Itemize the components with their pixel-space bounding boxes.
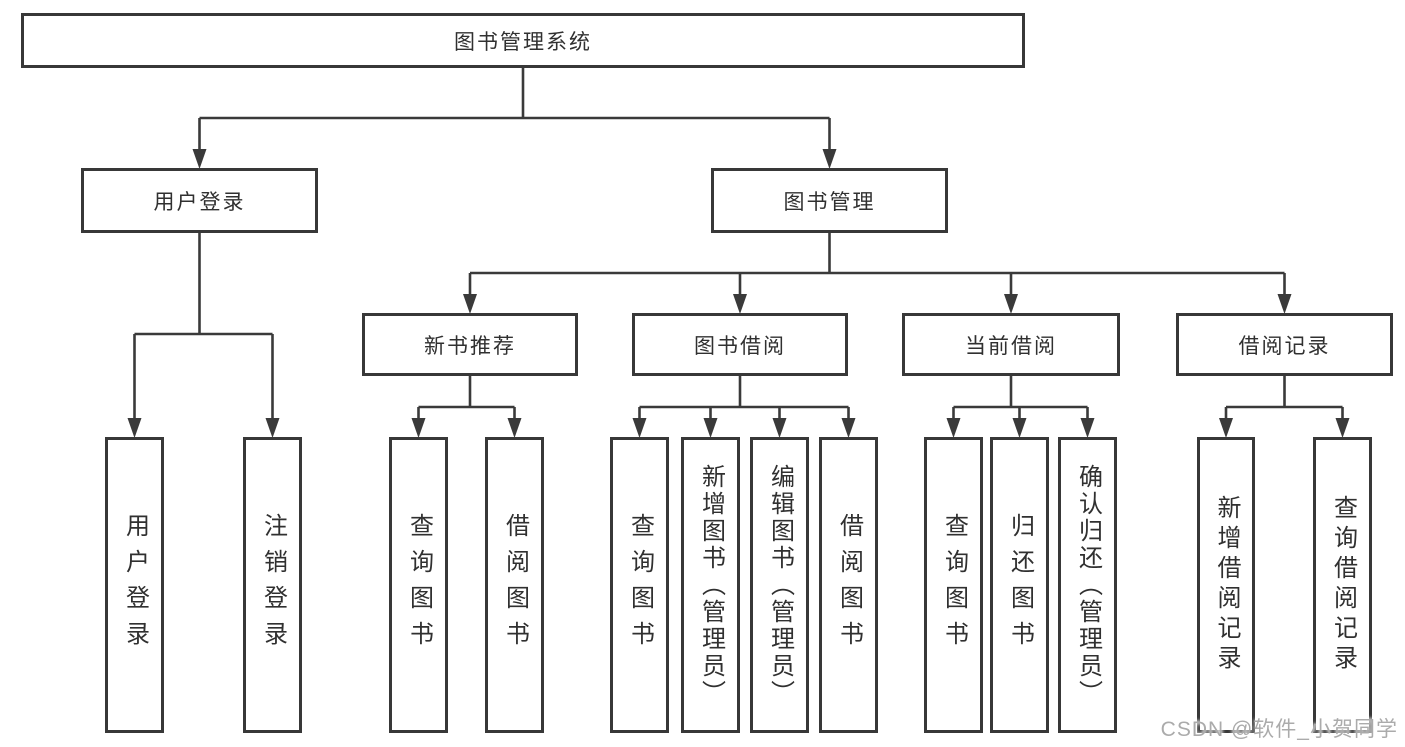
node-leaf-edit-book: 编辑图书（管理员） (750, 437, 809, 733)
node-leaf-logout-label: 注销登录 (259, 513, 287, 657)
node-book-borrow: 图书借阅 (632, 313, 848, 376)
node-leaf-confirm-return-label: 确认归还（管理员） (1074, 463, 1102, 707)
watermark: CSDN @软件_小贺同学 (1160, 718, 1398, 741)
node-leaf-add-book-label: 新增图书（管理员） (697, 463, 725, 707)
node-book-mgmt: 图书管理 (711, 168, 948, 233)
node-leaf-query-books-2: 查询图书 (610, 437, 669, 733)
node-leaf-query-books-3-label: 查询图书 (940, 513, 968, 657)
node-new-book-rec: 新书推荐 (362, 313, 578, 376)
node-current-borrow: 当前借阅 (902, 313, 1120, 376)
node-root: 图书管理系统 (21, 13, 1025, 68)
node-leaf-borrow-books-1: 借阅图书 (485, 437, 544, 733)
node-book-mgmt-label: 图书管理 (783, 190, 876, 214)
node-borrow-records: 借阅记录 (1176, 313, 1393, 376)
node-user-login-label: 用户登录 (153, 190, 246, 214)
node-borrow-records-label: 借阅记录 (1238, 334, 1331, 358)
node-user-login: 用户登录 (81, 168, 318, 233)
node-leaf-edit-book-label: 编辑图书（管理员） (766, 463, 794, 707)
node-leaf-confirm-return: 确认归还（管理员） (1058, 437, 1117, 733)
node-leaf-user-login-label: 用户登录 (121, 513, 149, 657)
node-current-borrow-label: 当前借阅 (965, 334, 1057, 358)
node-leaf-query-books-2-label: 查询图书 (626, 513, 654, 657)
node-leaf-query-books-1-label: 查询图书 (405, 513, 433, 657)
node-leaf-borrow-books-2-label: 借阅图书 (835, 513, 863, 657)
node-leaf-query-borrow-record-label: 查询借阅记录 (1329, 495, 1357, 675)
node-leaf-add-book: 新增图书（管理员） (681, 437, 740, 733)
node-leaf-return-book-label: 归还图书 (1006, 513, 1034, 657)
node-leaf-query-borrow-record: 查询借阅记录 (1313, 437, 1372, 733)
node-leaf-borrow-books-2: 借阅图书 (819, 437, 878, 733)
node-new-book-rec-label: 新书推荐 (424, 334, 516, 358)
node-leaf-add-borrow-record: 新增借阅记录 (1197, 437, 1255, 733)
node-leaf-query-books-3: 查询图书 (924, 437, 983, 733)
node-leaf-user-login: 用户登录 (105, 437, 164, 733)
node-leaf-borrow-books-1-label: 借阅图书 (501, 513, 529, 657)
node-leaf-return-book: 归还图书 (990, 437, 1049, 733)
node-leaf-logout: 注销登录 (243, 437, 302, 733)
node-leaf-query-books-1: 查询图书 (389, 437, 448, 733)
node-book-borrow-label: 图书借阅 (694, 334, 786, 358)
node-leaf-add-borrow-record-label: 新增借阅记录 (1213, 495, 1240, 675)
node-root-label: 图书管理系统 (454, 30, 592, 54)
